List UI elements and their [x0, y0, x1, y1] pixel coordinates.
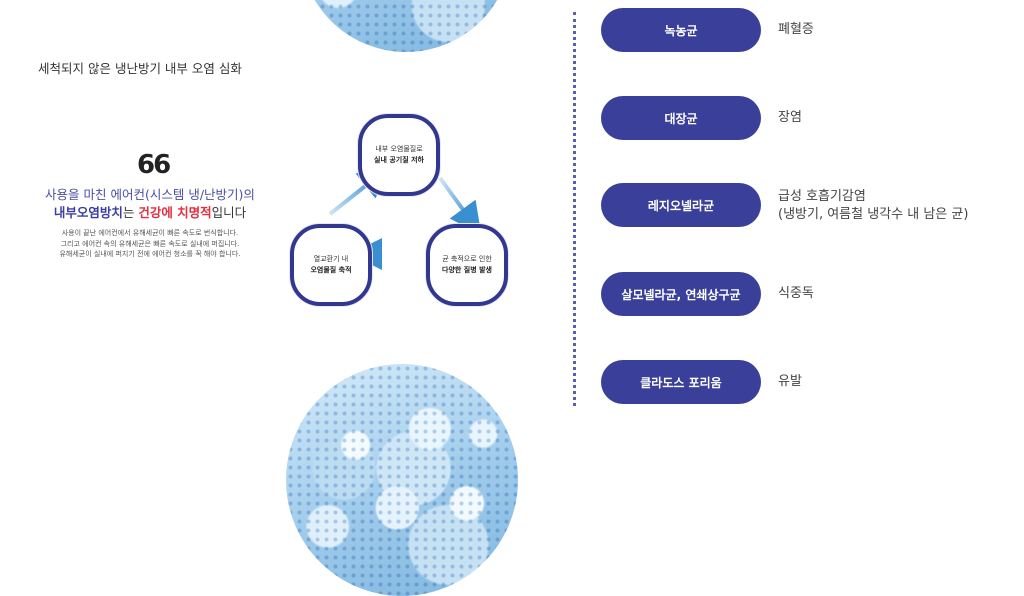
germ-disease: 식중독	[778, 286, 814, 301]
highlight-contamination: 내부오염방치	[53, 205, 123, 220]
quote-icon: 66	[137, 150, 171, 180]
highlight-fatal: 건강에 치명적	[138, 205, 212, 220]
quote-line-1: 사용을 마친 에어컨(시스템 냉/난방기)의	[45, 187, 255, 202]
dotted-divider	[573, 12, 576, 406]
germ-disease: 폐혈증	[778, 22, 814, 37]
germ-badge: 녹농균	[601, 8, 761, 52]
bacteria-image-top	[300, 0, 512, 52]
cycle-node-contamination: 열교환기 내 오염물질 축적	[290, 224, 372, 306]
germ-disease: 급성 호흡기감염 (냉방기, 여름철 냉각수 내 남은 균)	[778, 189, 969, 222]
germ-badge: 대장균	[601, 96, 761, 140]
quote-description: 사용이 끝난 에어컨에서 유해세균이 빠른 속도로 번식합니다. 그리고 에어컨…	[59, 229, 241, 258]
cycle-node-air-quality: 내부 오염물질로 실내 공기질 저하	[358, 114, 440, 196]
arrow-to-right	[438, 176, 482, 235]
germ-disease: 유발	[778, 374, 802, 389]
germ-disease: 장염	[778, 110, 802, 125]
germ-badge: 살모넬라균, 연쇄상구균	[601, 272, 761, 316]
bacteria-image-bottom	[286, 364, 518, 596]
germ-badge: 레지오넬라균	[601, 183, 761, 227]
quote-line-2: 내부오염방치는 건강에 치명적입니다	[53, 205, 247, 220]
cycle-node-disease: 균 축적으로 인한 다양한 질병 발생	[426, 224, 508, 306]
germ-badge: 클라도스 포리움	[601, 360, 761, 404]
section-heading: 세척되지 않은 냉난방기 내부 오염 심화	[38, 61, 242, 76]
